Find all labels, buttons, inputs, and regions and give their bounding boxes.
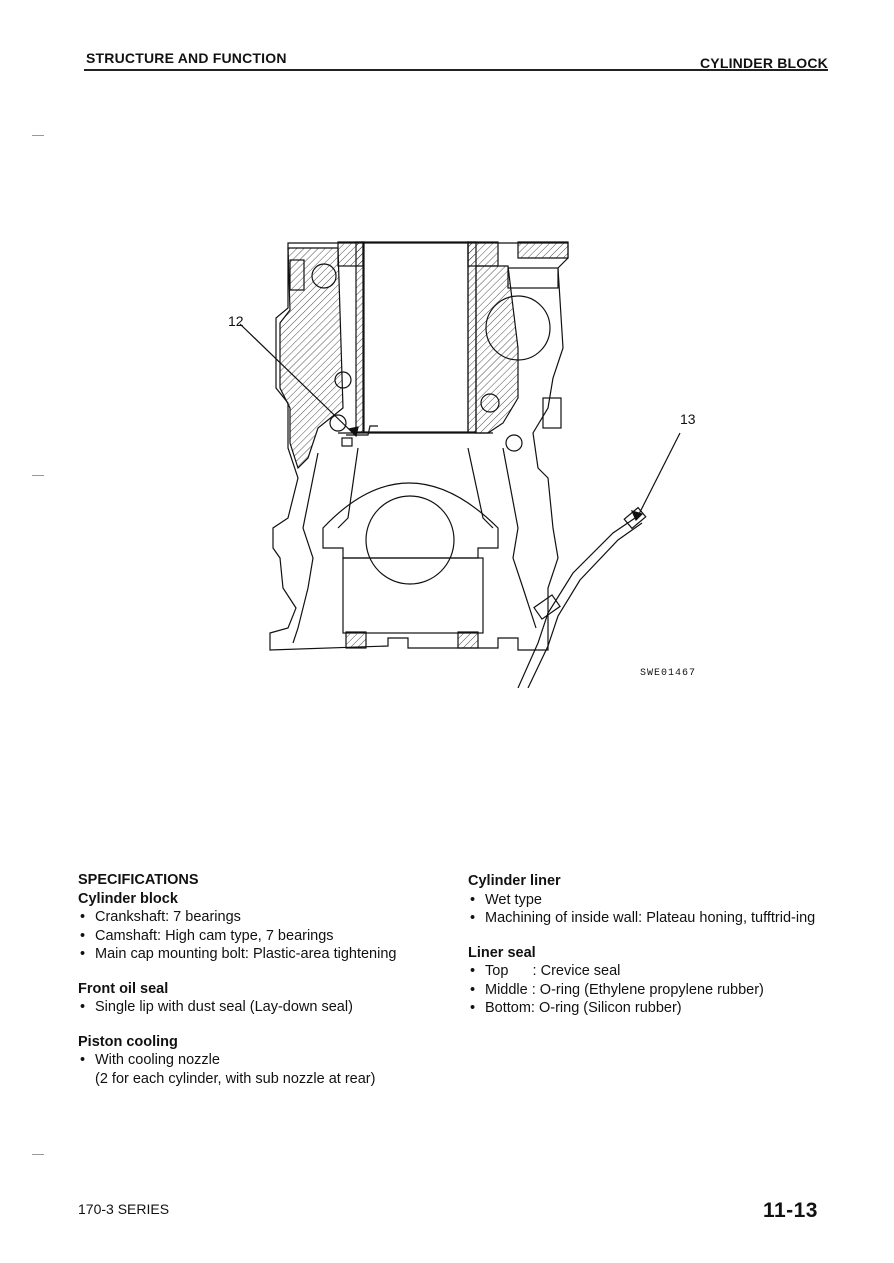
list-note: (2 for each cylinder, with sub nozzle at… bbox=[95, 1070, 376, 1087]
list-item: Top : Crevice seal bbox=[468, 962, 823, 981]
section-heading: Piston cooling bbox=[78, 1033, 178, 1050]
margin-mark bbox=[32, 135, 44, 136]
front-oil-seal-section: Front oil seal Single lip with dust seal… bbox=[78, 980, 438, 1017]
list-item: Bottom: O-ring (Silicon rubber) bbox=[468, 999, 823, 1018]
figure-code: SWE01467 bbox=[640, 668, 697, 679]
list-item: Crankshaft: 7 bearings bbox=[78, 908, 438, 927]
section-heading: Liner seal bbox=[468, 944, 536, 961]
list-item: Single lip with dust seal (Lay-down seal… bbox=[78, 998, 438, 1017]
page-number: 11-13 bbox=[762, 1199, 818, 1222]
list-item: Machining of inside wall: Plateau honing… bbox=[468, 909, 823, 928]
specifications-title: SPECIFICATIONS bbox=[78, 872, 199, 888]
right-column: Cylinder liner Wet type Machining of ins… bbox=[468, 872, 823, 1034]
list-item: Camshaft: High cam type, 7 bearings bbox=[78, 927, 438, 946]
section-heading: Cylinder block bbox=[78, 890, 178, 907]
callout-12: 12 bbox=[228, 313, 244, 329]
section-heading: Front oil seal bbox=[78, 980, 169, 997]
list-item: With cooling nozzle bbox=[78, 1051, 438, 1070]
list-item: Wet type bbox=[468, 891, 823, 910]
list-item: Middle : O-ring (Ethylene propylene rubb… bbox=[468, 981, 823, 1000]
cylinder-liner-section: Cylinder liner Wet type Machining of ins… bbox=[468, 872, 823, 928]
section-heading: Cylinder liner bbox=[468, 873, 561, 889]
cylinder-block-section: Cylinder block Crankshaft: 7 bearings Ca… bbox=[78, 890, 438, 964]
callout-13: 13 bbox=[680, 411, 696, 427]
header-section-title: STRUCTURE AND FUNCTION bbox=[86, 50, 287, 66]
footer-series: 170-3 SERIES bbox=[78, 1201, 170, 1217]
liner-seal-section: Liner seal Top : Crevice seal Middle : O… bbox=[468, 944, 823, 1018]
piston-cooling-section: Piston cooling With cooling nozzle (2 fo… bbox=[78, 1033, 438, 1089]
cylinder-block-cross-section-diagram bbox=[239, 241, 681, 688]
list-item: Main cap mounting bolt: Plastic-area tig… bbox=[78, 945, 438, 964]
left-column: SPECIFICATIONS Cylinder block Crankshaft… bbox=[78, 871, 438, 1104]
header-chapter-title: CYLINDER BLOCK bbox=[699, 55, 828, 71]
header-rule bbox=[84, 69, 828, 71]
margin-mark bbox=[32, 475, 44, 476]
margin-mark bbox=[32, 1154, 44, 1155]
